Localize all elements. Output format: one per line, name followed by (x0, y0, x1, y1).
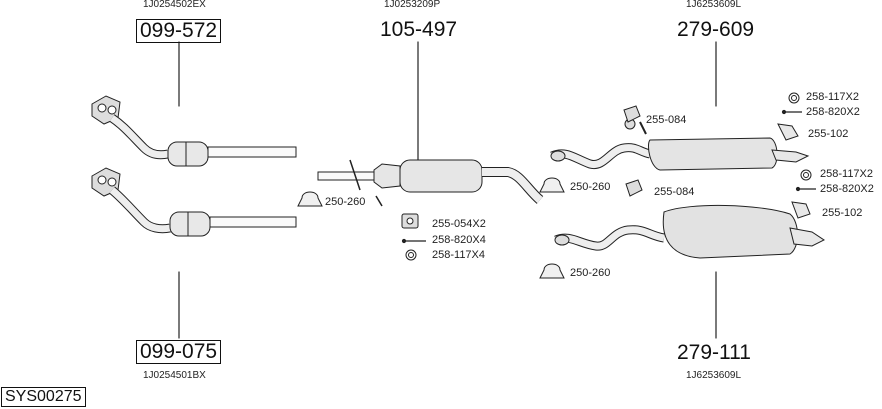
part-label-rear-upper-bracket[interactable]: 255-102 (808, 128, 849, 140)
ring-icon (800, 169, 812, 181)
ring-icon (788, 92, 800, 104)
oem-code-upper-catalyst: 1J0254502EX (143, 0, 206, 10)
part-number-middle-silencer[interactable]: 105-497 (380, 18, 458, 41)
bracket-icon (791, 201, 811, 219)
rubber-mount-icon (625, 179, 643, 197)
part-label-rear-lower-clamp[interactable]: 250-260 (570, 267, 611, 279)
bolt-icon (795, 186, 816, 192)
part-label-rear-upper-mount[interactable]: 255-084 (646, 114, 687, 126)
rear-upper-silencer-drawing (550, 118, 810, 171)
oem-code-middle-silencer: 1J0253209P (384, 0, 441, 10)
part-label-rear-lower-ring[interactable]: 258-117X2 (820, 168, 874, 180)
middle-silencer-drawing (317, 159, 544, 207)
part-label-rear-upper-ring[interactable]: 258-117X2 (806, 91, 860, 103)
catalyst-upper-drawing (91, 95, 297, 167)
part-label-middle-clamp[interactable]: 250-260 (325, 196, 366, 208)
part-number-lower-catalyst[interactable]: 099-075 (136, 340, 222, 364)
rear-lower-silencer-drawing (554, 204, 825, 259)
bolt-icon (781, 109, 802, 115)
system-code: SYS00275 (1, 387, 86, 407)
part-label-middle-ring[interactable]: 258-117X4 (432, 249, 486, 261)
oem-code-rear-upper: 1J6253609L (686, 0, 742, 10)
part-label-middle-bolt[interactable]: 258-820X4 (432, 234, 486, 246)
part-label-middle-gasket[interactable]: 255-054X2 (432, 218, 486, 230)
part-label-rear-upper-bolt[interactable]: 258-820X2 (806, 106, 860, 118)
part-number-rear-lower[interactable]: 279-111 (677, 341, 751, 364)
part-label-rear-upper-clamp[interactable]: 250-260 (570, 181, 611, 193)
bracket-icon (777, 123, 799, 141)
oem-code-lower-catalyst: 1J0254501BX (143, 370, 206, 381)
oem-code-rear-lower: 1J6253609L (686, 370, 742, 381)
clamp-icon (539, 263, 565, 279)
part-label-rear-lower-mount[interactable]: 255-084 (654, 186, 695, 198)
ring-icon (405, 249, 417, 261)
part-number-upper-catalyst[interactable]: 099-572 (136, 19, 222, 43)
part-label-rear-lower-bolt[interactable]: 258-820X2 (820, 183, 874, 195)
part-label-rear-lower-bracket[interactable]: 255-102 (822, 207, 863, 219)
rubber-mount-icon (623, 105, 641, 123)
part-number-rear-upper[interactable]: 279-609 (677, 18, 755, 41)
gasket-icon (401, 213, 419, 229)
bolt-icon (401, 238, 426, 244)
clamp-icon (297, 191, 323, 207)
clamp-icon (539, 177, 565, 193)
catalyst-lower-drawing (91, 167, 297, 237)
